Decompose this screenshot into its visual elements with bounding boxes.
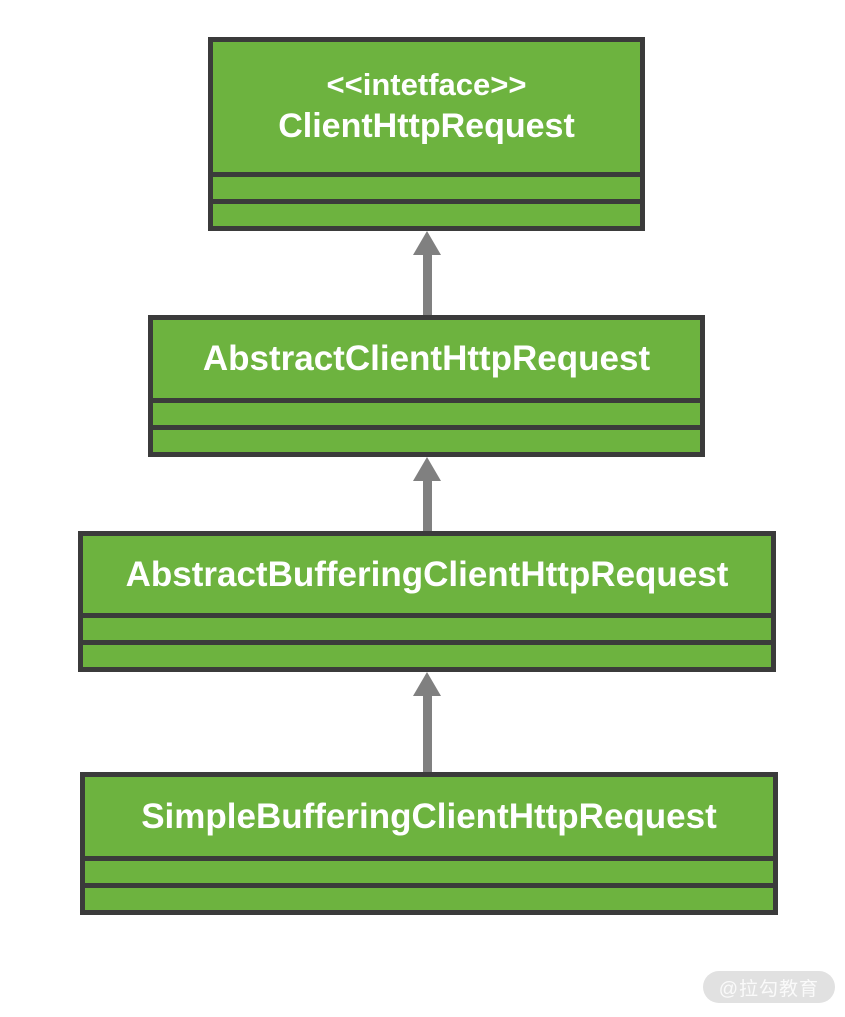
arrow-up-icon [413, 672, 441, 696]
generalization-arrow [413, 672, 441, 772]
stereotype-label: <<intetface>> [326, 67, 527, 103]
methods-compartment [85, 883, 773, 910]
attributes-compartment [153, 398, 700, 425]
arrow-shaft [422, 481, 432, 531]
attributes-compartment [85, 856, 773, 883]
uml-class-abstract-client-http-request: AbstractClientHttpRequest [148, 315, 705, 457]
attributes-compartment [213, 172, 640, 199]
class-title: <<intetface>> ClientHttpRequest [213, 42, 640, 172]
methods-compartment [83, 640, 771, 667]
generalization-arrow [413, 457, 441, 531]
class-title: AbstractBufferingClientHttpRequest [83, 536, 771, 613]
arrow-up-icon [413, 231, 441, 255]
class-name: ClientHttpRequest [278, 107, 575, 146]
arrow-shaft [422, 255, 432, 315]
class-title: SimpleBufferingClientHttpRequest [85, 777, 773, 856]
arrow-shaft [422, 696, 432, 772]
uml-class-abstract-buffering-client-http-request: AbstractBufferingClientHttpRequest [78, 531, 776, 672]
uml-class-client-http-request: <<intetface>> ClientHttpRequest [208, 37, 645, 231]
class-name: AbstractClientHttpRequest [202, 339, 651, 379]
methods-compartment [153, 425, 700, 452]
arrow-up-icon [413, 457, 441, 481]
attributes-compartment [83, 613, 771, 640]
class-name: AbstractBufferingClientHttpRequest [125, 554, 729, 594]
generalization-arrow [413, 231, 441, 315]
methods-compartment [213, 199, 640, 226]
class-title: AbstractClientHttpRequest [153, 320, 700, 398]
uml-class-simple-buffering-client-http-request: SimpleBufferingClientHttpRequest [80, 772, 778, 915]
class-name: SimpleBufferingClientHttpRequest [141, 796, 717, 836]
watermark-badge: @拉勾教育 [702, 971, 835, 1003]
